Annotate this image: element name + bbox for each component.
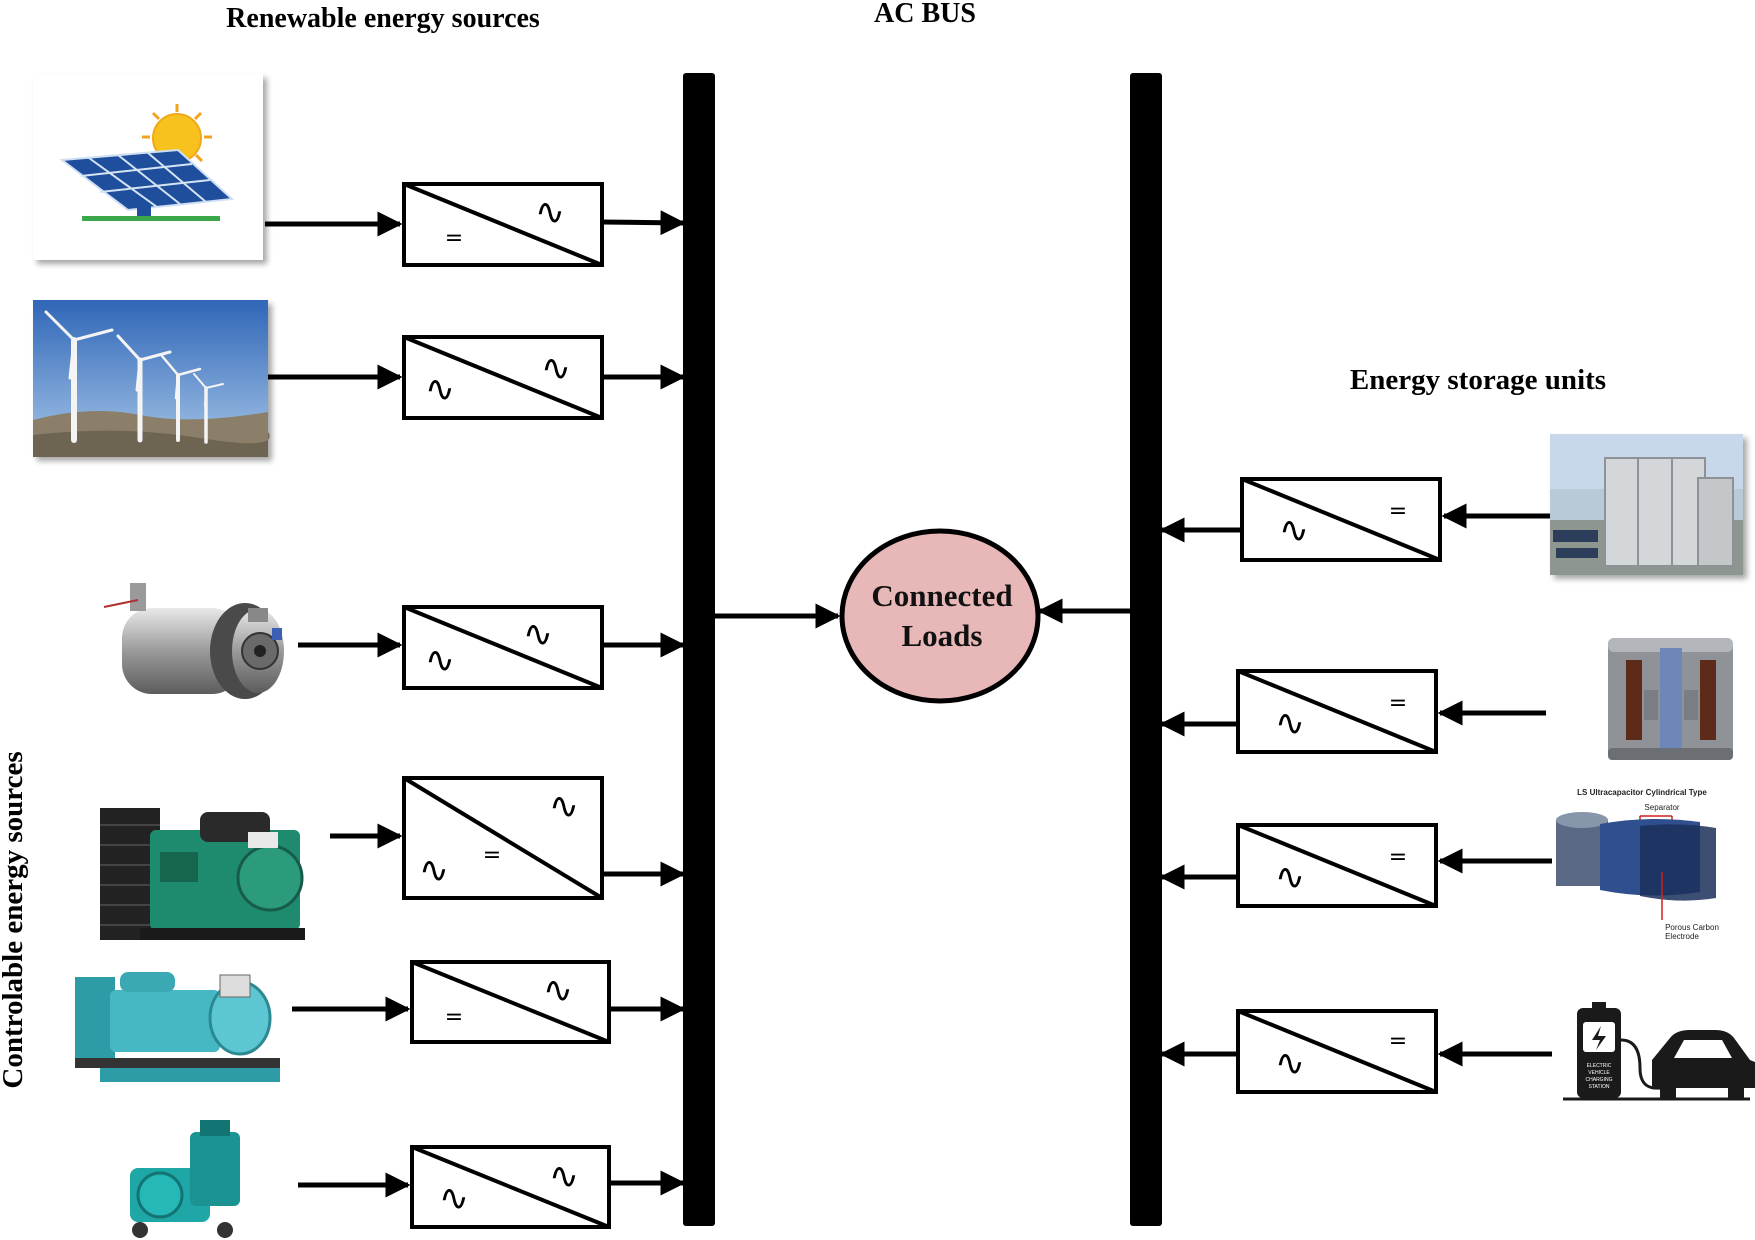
ac-symbol: ∿ [541,348,571,389]
dc-symbol: = [1389,1029,1407,1054]
ev-label-2: VEHICLE [1588,1070,1610,1076]
right-connections [1159,503,1552,1067]
dc-symbol: = [445,1005,463,1030]
ac-bus-right [1130,73,1162,1226]
flywheel-icon [1608,638,1733,760]
controllable-heading: Controlable energy sources [0,751,29,1088]
diesel-generator-icon [100,808,305,940]
connected-loads-node: Connected Loads [839,528,1041,704]
ac-bus-heading: AC BUS [874,0,976,29]
load-label-line2: Loads [902,618,983,653]
ev-charging-icon: ELECTRIC VEHICLE CHARGING STATION [1563,1002,1755,1101]
small-generator-icon [130,1120,240,1238]
ac-symbol: ∿ [523,614,553,655]
solar-panel-icon [33,74,263,260]
dc-symbol: = [445,226,463,251]
ac-symbol: ∿ [425,369,455,410]
supercapacitor-icon: LS Ultracapacitor Cylindrical Type Separ… [1556,788,1719,941]
arrow [601,210,686,236]
supercap-electrode-label-1: Porous Carbon [1665,923,1719,932]
wind-turbine-icon [33,300,270,457]
ac-symbol: ∿ [439,1178,469,1219]
ac-symbol: ∿ [425,640,455,681]
ac-symbol: ∿ [549,1156,579,1197]
supercap-title: LS Ultracapacitor Cylindrical Type [1577,788,1707,797]
converter-ac-dc: ∿ = [1240,477,1442,562]
converter-dc-ac: = ∿ [410,960,611,1044]
dc-symbol: = [1389,499,1407,524]
ac-symbol: ∿ [543,970,573,1011]
ac-symbol: ∿ [1275,857,1305,898]
diesel-generator-icon [75,972,280,1082]
converter-ac-ac: ∿ ∿ [402,335,604,420]
storage-heading: Energy storage units [1350,364,1606,396]
converter-ac-ac: ∿ ∿ [410,1145,611,1229]
dc-symbol: = [483,843,501,868]
converter-ac-ac: ∿ = ∿ [402,776,604,900]
converter-ac-dc: ∿ = [1236,1009,1438,1094]
ac-symbol: ∿ [1275,703,1305,744]
ev-label-1: ELECTRIC [1587,1063,1612,1069]
ac-symbol: ∿ [419,850,449,891]
renewable-heading: Renewable energy sources [226,3,540,34]
dc-symbol: = [1389,691,1407,716]
left-connections [265,210,1130,1198]
load-label-line1: Connected [871,578,1012,613]
converter-ac-dc: ∿ = [1236,669,1438,754]
ac-symbol: ∿ [1279,510,1309,551]
dc-symbol: = [1389,845,1407,870]
converter-ac-ac: ∿ ∿ [402,605,604,690]
ac-bus-left [683,73,715,1226]
supercap-electrode-label-2: Electrode [1665,932,1699,941]
converter-ac-dc: ∿ = [1236,823,1438,908]
ac-symbol: ∿ [549,786,579,827]
ac-symbol: ∿ [535,192,565,233]
converter-dc-ac: = ∿ [402,182,604,267]
ev-label-3: CHARGING [1586,1077,1613,1083]
supercap-separator-label: Separator [1644,803,1679,812]
ev-label-4: STATION [1589,1084,1610,1090]
battery-container-icon [1550,434,1743,575]
microturbine-icon [103,583,284,699]
ac-symbol: ∿ [1275,1043,1305,1084]
